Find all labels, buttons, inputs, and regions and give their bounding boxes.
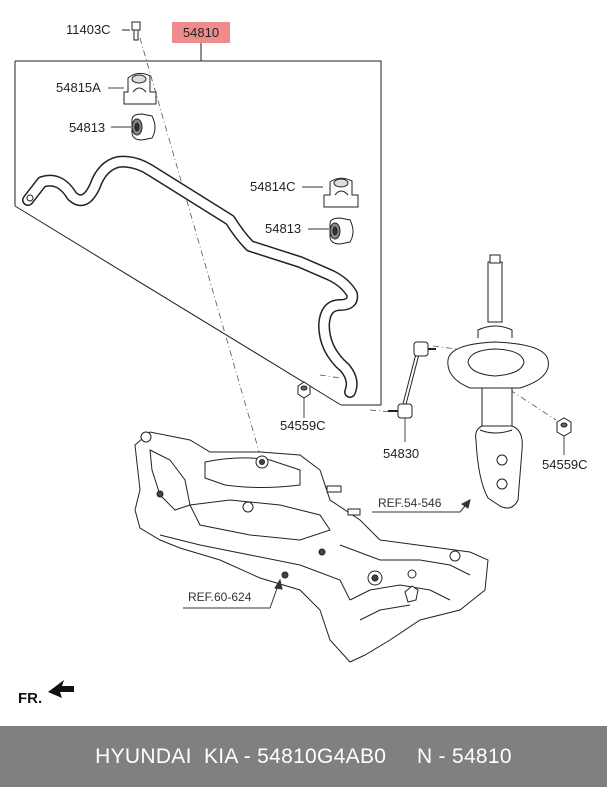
reference-leaders <box>183 499 471 609</box>
ref-strut: REF.54-546 <box>378 496 442 510</box>
ref-subframe: REF.60-624 <box>188 590 252 604</box>
callout-54830: 54830 <box>383 446 420 461</box>
callout-54559c-right: 54559C <box>542 457 588 472</box>
footer-brand-part: HYUNDAI KIA - 54810G4AB0 <box>95 744 387 768</box>
stabilizer-bar <box>22 155 359 398</box>
callout-leaders <box>108 87 565 455</box>
footer-bar: HYUNDAI KIA - 54810G4AB0 N - 54810 <box>0 726 607 787</box>
callout-54813-left: 54813 <box>69 120 106 135</box>
stabilizer-link-54830 <box>388 341 436 419</box>
callout-54815a: 54815A <box>56 80 101 95</box>
bracket-54815a <box>123 72 157 105</box>
footer-number: N - 54810 <box>416 744 512 768</box>
assembly-frame <box>14 43 382 406</box>
callout-54810-highlight: 54810 <box>172 22 230 43</box>
front-direction-label: FR. <box>18 690 43 707</box>
nut-54559c-right <box>556 417 572 437</box>
bracket-54814c <box>323 177 359 208</box>
callout-54559c-left: 54559C <box>280 418 326 433</box>
front-arrow-icon <box>48 680 74 698</box>
callout-54814c: 54814C <box>250 179 296 194</box>
bushing-54813-right <box>329 217 354 245</box>
callout-11403c: 11403C <box>66 22 111 37</box>
bushing-54813-left <box>131 113 156 141</box>
nut-54559c-left <box>297 381 311 399</box>
subframe <box>134 431 489 663</box>
callout-54813-right: 54813 <box>265 221 302 236</box>
parts-diagram <box>14 21 572 698</box>
strut-assembly <box>447 254 549 509</box>
bolt-11403c <box>122 21 141 41</box>
footer-spacer <box>386 745 417 769</box>
